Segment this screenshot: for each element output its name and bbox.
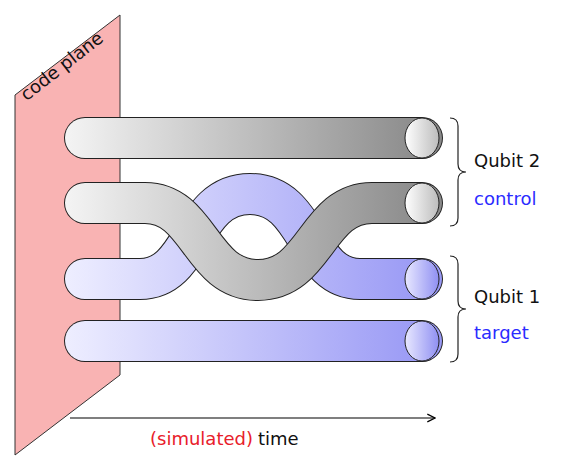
tube: [85, 183, 439, 280]
code-plane: [15, 15, 120, 455]
tube: [85, 321, 439, 361]
curly-brace: [450, 256, 466, 362]
qubit-label: Qubit 2: [474, 150, 540, 172]
role-label: target: [474, 322, 529, 344]
qubit-label: Qubit 1: [474, 286, 540, 308]
tube: [85, 118, 439, 158]
axis-label: (simulated): [150, 428, 253, 450]
curly-brace: [450, 118, 466, 226]
time-axis: [70, 417, 435, 418]
role-label: control: [474, 188, 536, 210]
axis-label: time: [258, 428, 299, 450]
tube: [85, 194, 439, 299]
